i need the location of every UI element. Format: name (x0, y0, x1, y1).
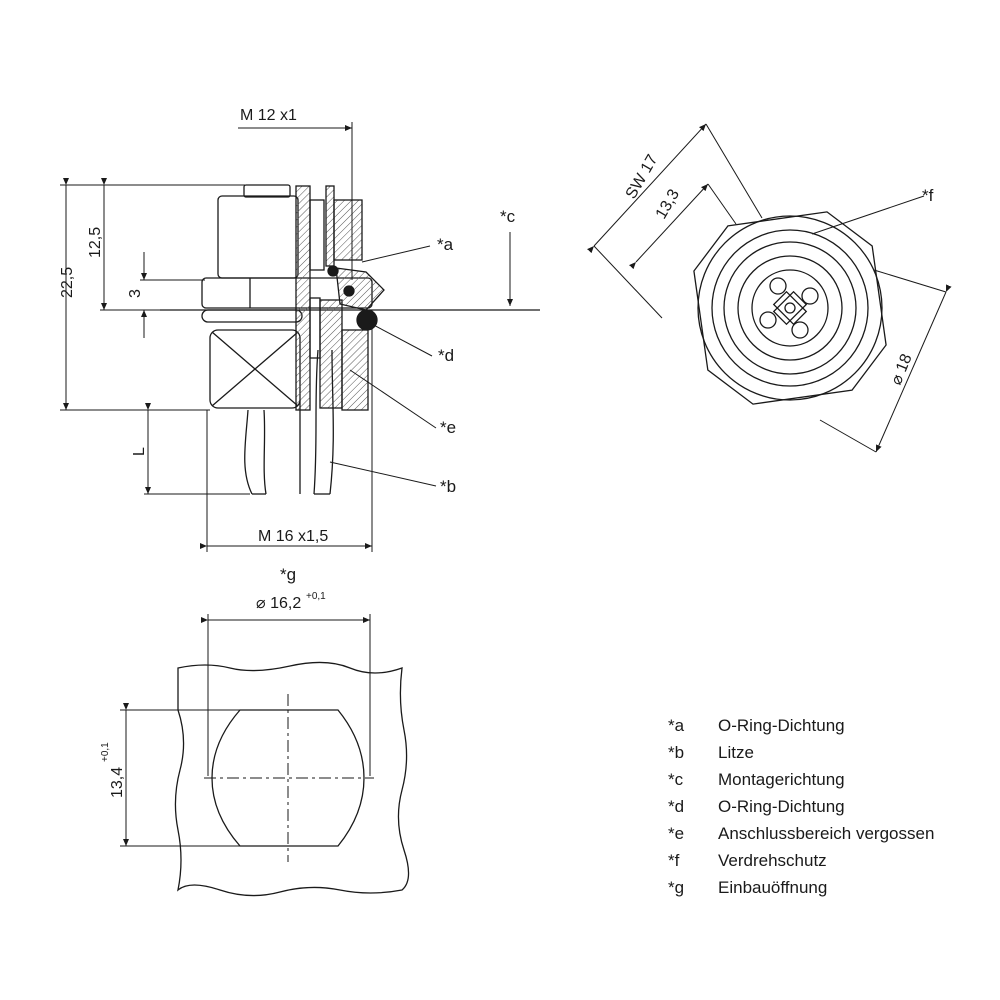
dim-l: L (131, 447, 148, 456)
dim-d16-2: ⌀ 16,2 (256, 595, 301, 612)
callout-a: *a (437, 235, 454, 254)
hex-outline (693, 211, 887, 405)
side-view (160, 184, 540, 495)
legend-key: *g (668, 878, 685, 897)
cutout-dimensions (120, 614, 371, 847)
legend-item: *f Verdrehschutz (668, 847, 988, 874)
pin-3 (791, 321, 809, 339)
plug-body (217, 195, 299, 279)
section-hatch-left (295, 185, 311, 411)
legend-item: *g Einbauöffnung (668, 874, 988, 901)
callout-c: *c (500, 207, 516, 226)
legend-item: *b Litze (668, 739, 988, 766)
callout-f: *f (922, 186, 934, 205)
legend-key: *c (668, 770, 684, 789)
callout-d: *d (438, 346, 454, 365)
legend-item: *e Anschlussbereich vergossen (668, 820, 988, 847)
pin-2 (801, 287, 819, 305)
o-ring-a (327, 265, 339, 277)
front-view (693, 211, 887, 405)
outer-circle (697, 215, 883, 401)
dim-sw17: SW 17 (623, 152, 662, 202)
plug-top (243, 184, 291, 198)
callout-g: *g (280, 565, 296, 584)
cutout-shape (211, 709, 365, 847)
dim-13-4: 13,4 (109, 767, 126, 798)
pin-4 (759, 311, 777, 329)
dim-m16: M 16 x1,5 (258, 528, 328, 545)
dim-13-4-tol: +0,1 (100, 742, 111, 762)
legend-text: O-Ring-Dichtung (718, 716, 845, 735)
legend-text: Litze (718, 743, 754, 762)
legend-text: O-Ring-Dichtung (718, 797, 845, 816)
dim-m12: M 12 x1 (240, 107, 297, 124)
legend-key: *a (668, 716, 685, 735)
dim-13-3: 13,3 (653, 186, 683, 222)
legend-text: Anschlussbereich vergossen (718, 824, 935, 843)
legend-key: *b (668, 743, 685, 762)
pin-1 (769, 277, 787, 295)
callout-e: *e (440, 418, 456, 437)
legend-item: *d O-Ring-Dichtung (668, 793, 988, 820)
legend-item: *a O-Ring-Dichtung (668, 712, 988, 739)
o-ring-d (356, 309, 378, 331)
dim-d18: ⌀ 18 (888, 351, 916, 387)
dim-12-5: 12,5 (87, 227, 104, 258)
panel-outline (174, 661, 410, 897)
legend-key: *f (668, 851, 680, 870)
dim-d16-2-tol: +0,1 (306, 591, 326, 602)
legend-text: Verdrehschutz (718, 851, 827, 870)
legend-key: *d (668, 797, 685, 816)
dim-22-5: 22,5 (59, 267, 76, 298)
callout-b: *b (440, 477, 456, 496)
front-view-dimensions (587, 123, 952, 453)
legend-item: *c Montagerichtung (668, 766, 988, 793)
legend-key: *e (668, 824, 685, 843)
side-view-dimensions (60, 122, 513, 552)
dim-3: 3 (127, 289, 144, 298)
legend-text: Montagerichtung (718, 770, 845, 789)
panel-cutout (174, 661, 410, 897)
legend-text: Einbauöffnung (718, 878, 828, 897)
